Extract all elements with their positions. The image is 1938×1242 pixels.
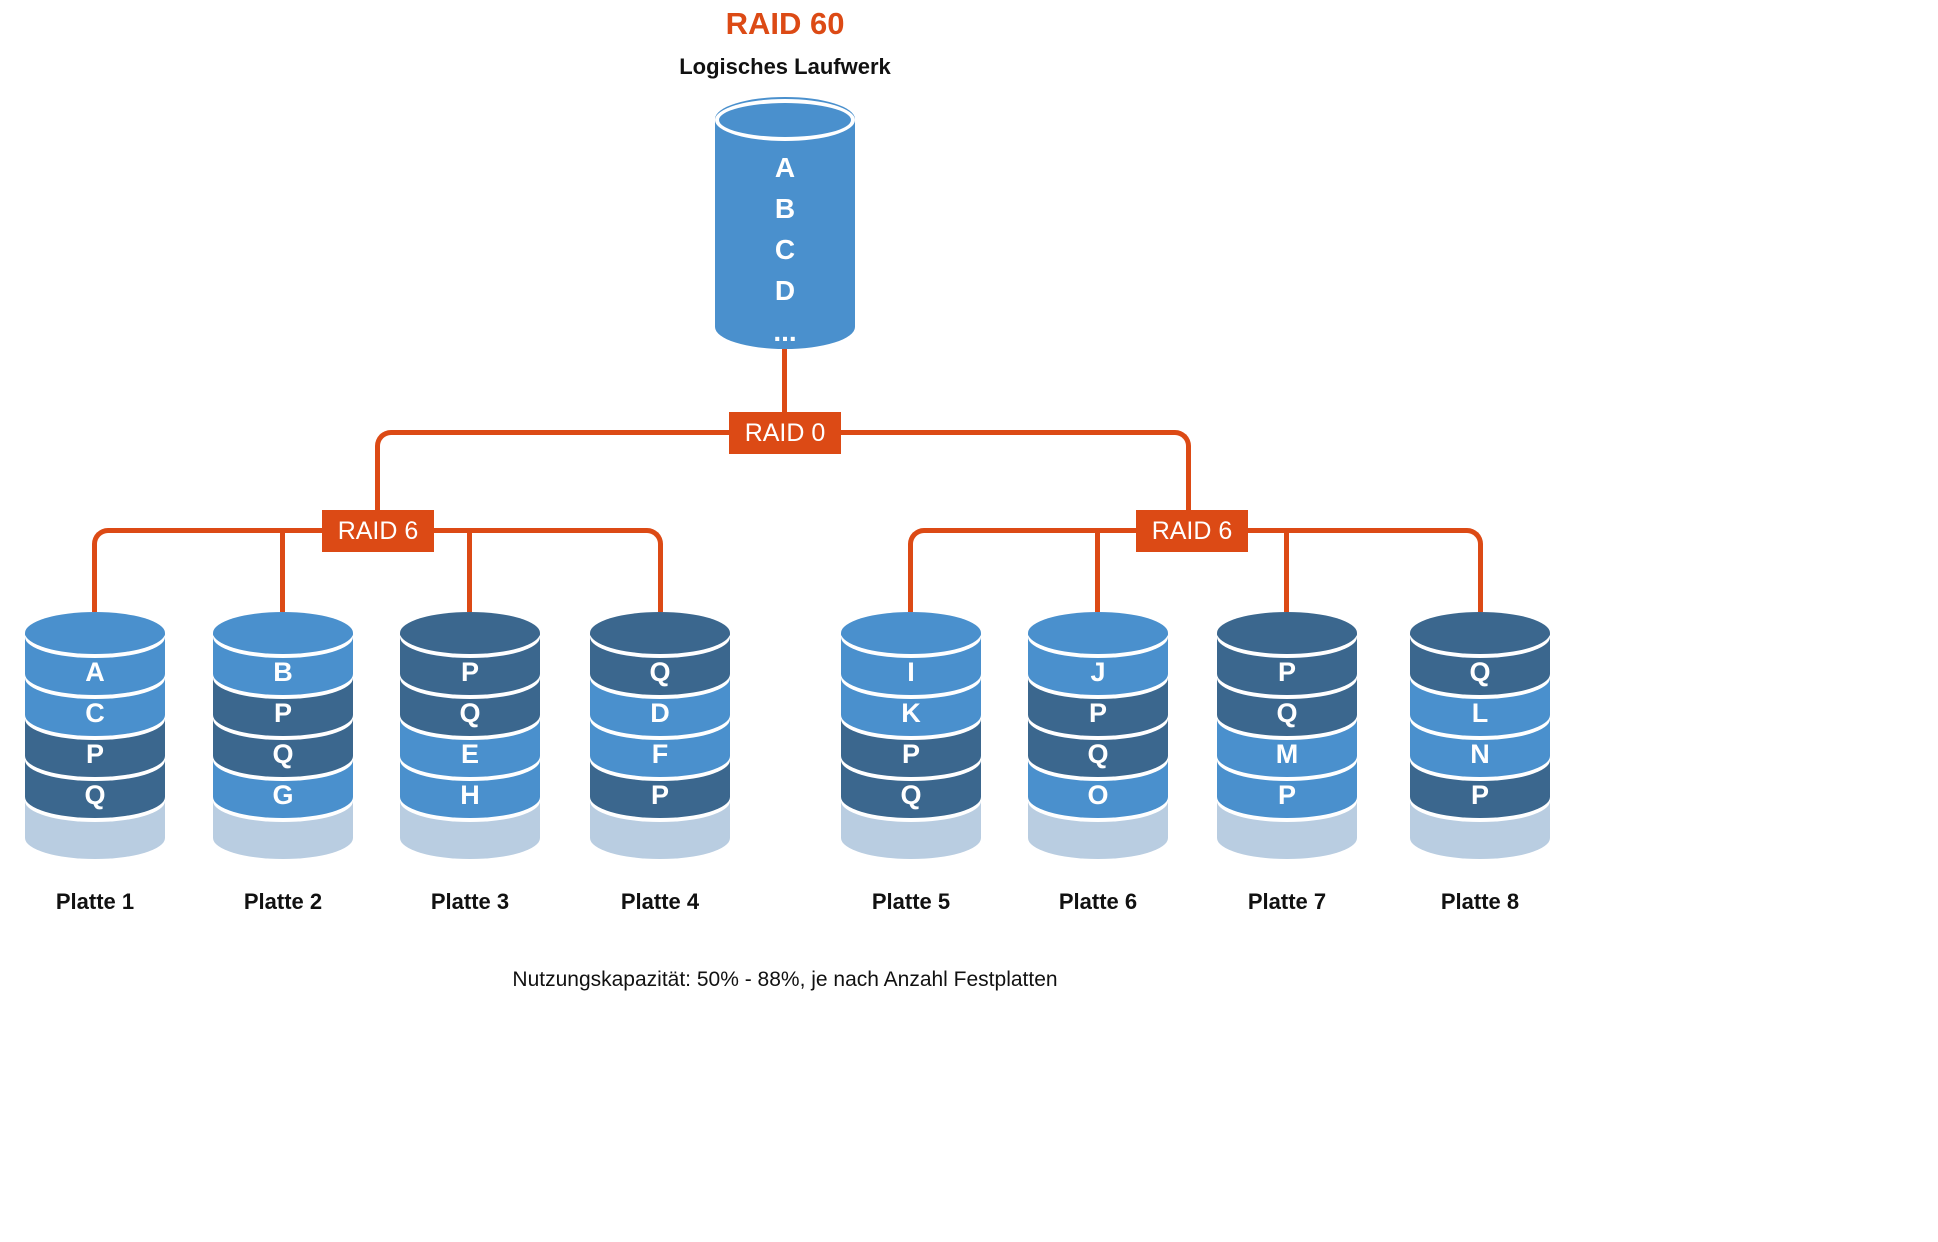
page-title: RAID 60 — [725, 6, 845, 41]
logical-drive-cylinder: A B C D ... — [715, 97, 855, 349]
disk-label: Platte 5 — [871, 889, 951, 914]
logical-drive-title: Logisches Laufwerk — [679, 54, 891, 79]
raid6-left-node: RAID 6 — [322, 510, 434, 552]
connector-drop-platte2 — [280, 531, 285, 612]
disk-platte-1: A C P Q Platte 1 — [25, 612, 165, 915]
connector-drop-platte6 — [1095, 531, 1100, 612]
disk-platte-3: P Q E H Platte 3 — [400, 612, 540, 915]
disk-top-ellipse — [25, 612, 165, 654]
cylinder-lid-icon — [715, 99, 855, 141]
raid6-right-node: RAID 6 — [1136, 510, 1248, 552]
disk-label: Platte 4 — [620, 889, 700, 914]
disk-platte-4: Q D F P Platte 4 — [590, 612, 730, 915]
connector-drop-platte3 — [467, 531, 472, 612]
disk-label: Platte 3 — [430, 889, 510, 914]
logical-block: B — [774, 193, 796, 224]
disk-top-ellipse — [400, 612, 540, 654]
disk-label: Platte 8 — [1440, 889, 1520, 914]
logical-block: C — [774, 234, 796, 265]
disk-top-ellipse — [213, 612, 353, 654]
disk-platte-7: P Q M P Platte 7 — [1217, 612, 1357, 915]
disk-label: Platte 7 — [1247, 889, 1327, 914]
disk-top-ellipse — [1410, 612, 1550, 654]
disk-platte-2: B P Q G Platte 2 — [213, 612, 353, 915]
raid0-node: RAID 0 — [729, 412, 841, 454]
capacity-note: Nutzungskapazität: 50% - 88%, je nach An… — [512, 968, 1058, 991]
logical-block: A — [774, 152, 796, 183]
disk-label: Platte 1 — [55, 889, 135, 914]
disk-label: Platte 6 — [1058, 889, 1138, 914]
disk-platte-6: J P Q O Platte 6 — [1028, 612, 1168, 915]
disk-top-ellipse — [1217, 612, 1357, 654]
logical-block: ... — [773, 316, 797, 347]
disk-platte-8: Q L N P Platte 8 — [1410, 612, 1550, 915]
disk-top-ellipse — [590, 612, 730, 654]
logical-block: D — [774, 275, 796, 306]
disk-top-ellipse — [1028, 612, 1168, 654]
logical-drive-blocks: A B C D ... — [715, 147, 855, 352]
disk-label: Platte 2 — [243, 889, 323, 914]
disk-platte-5: I K P Q Platte 5 — [841, 612, 981, 915]
connector-drop-platte7 — [1284, 531, 1289, 612]
connector-drive-to-raid0 — [782, 345, 787, 415]
disk-top-ellipse — [841, 612, 981, 654]
